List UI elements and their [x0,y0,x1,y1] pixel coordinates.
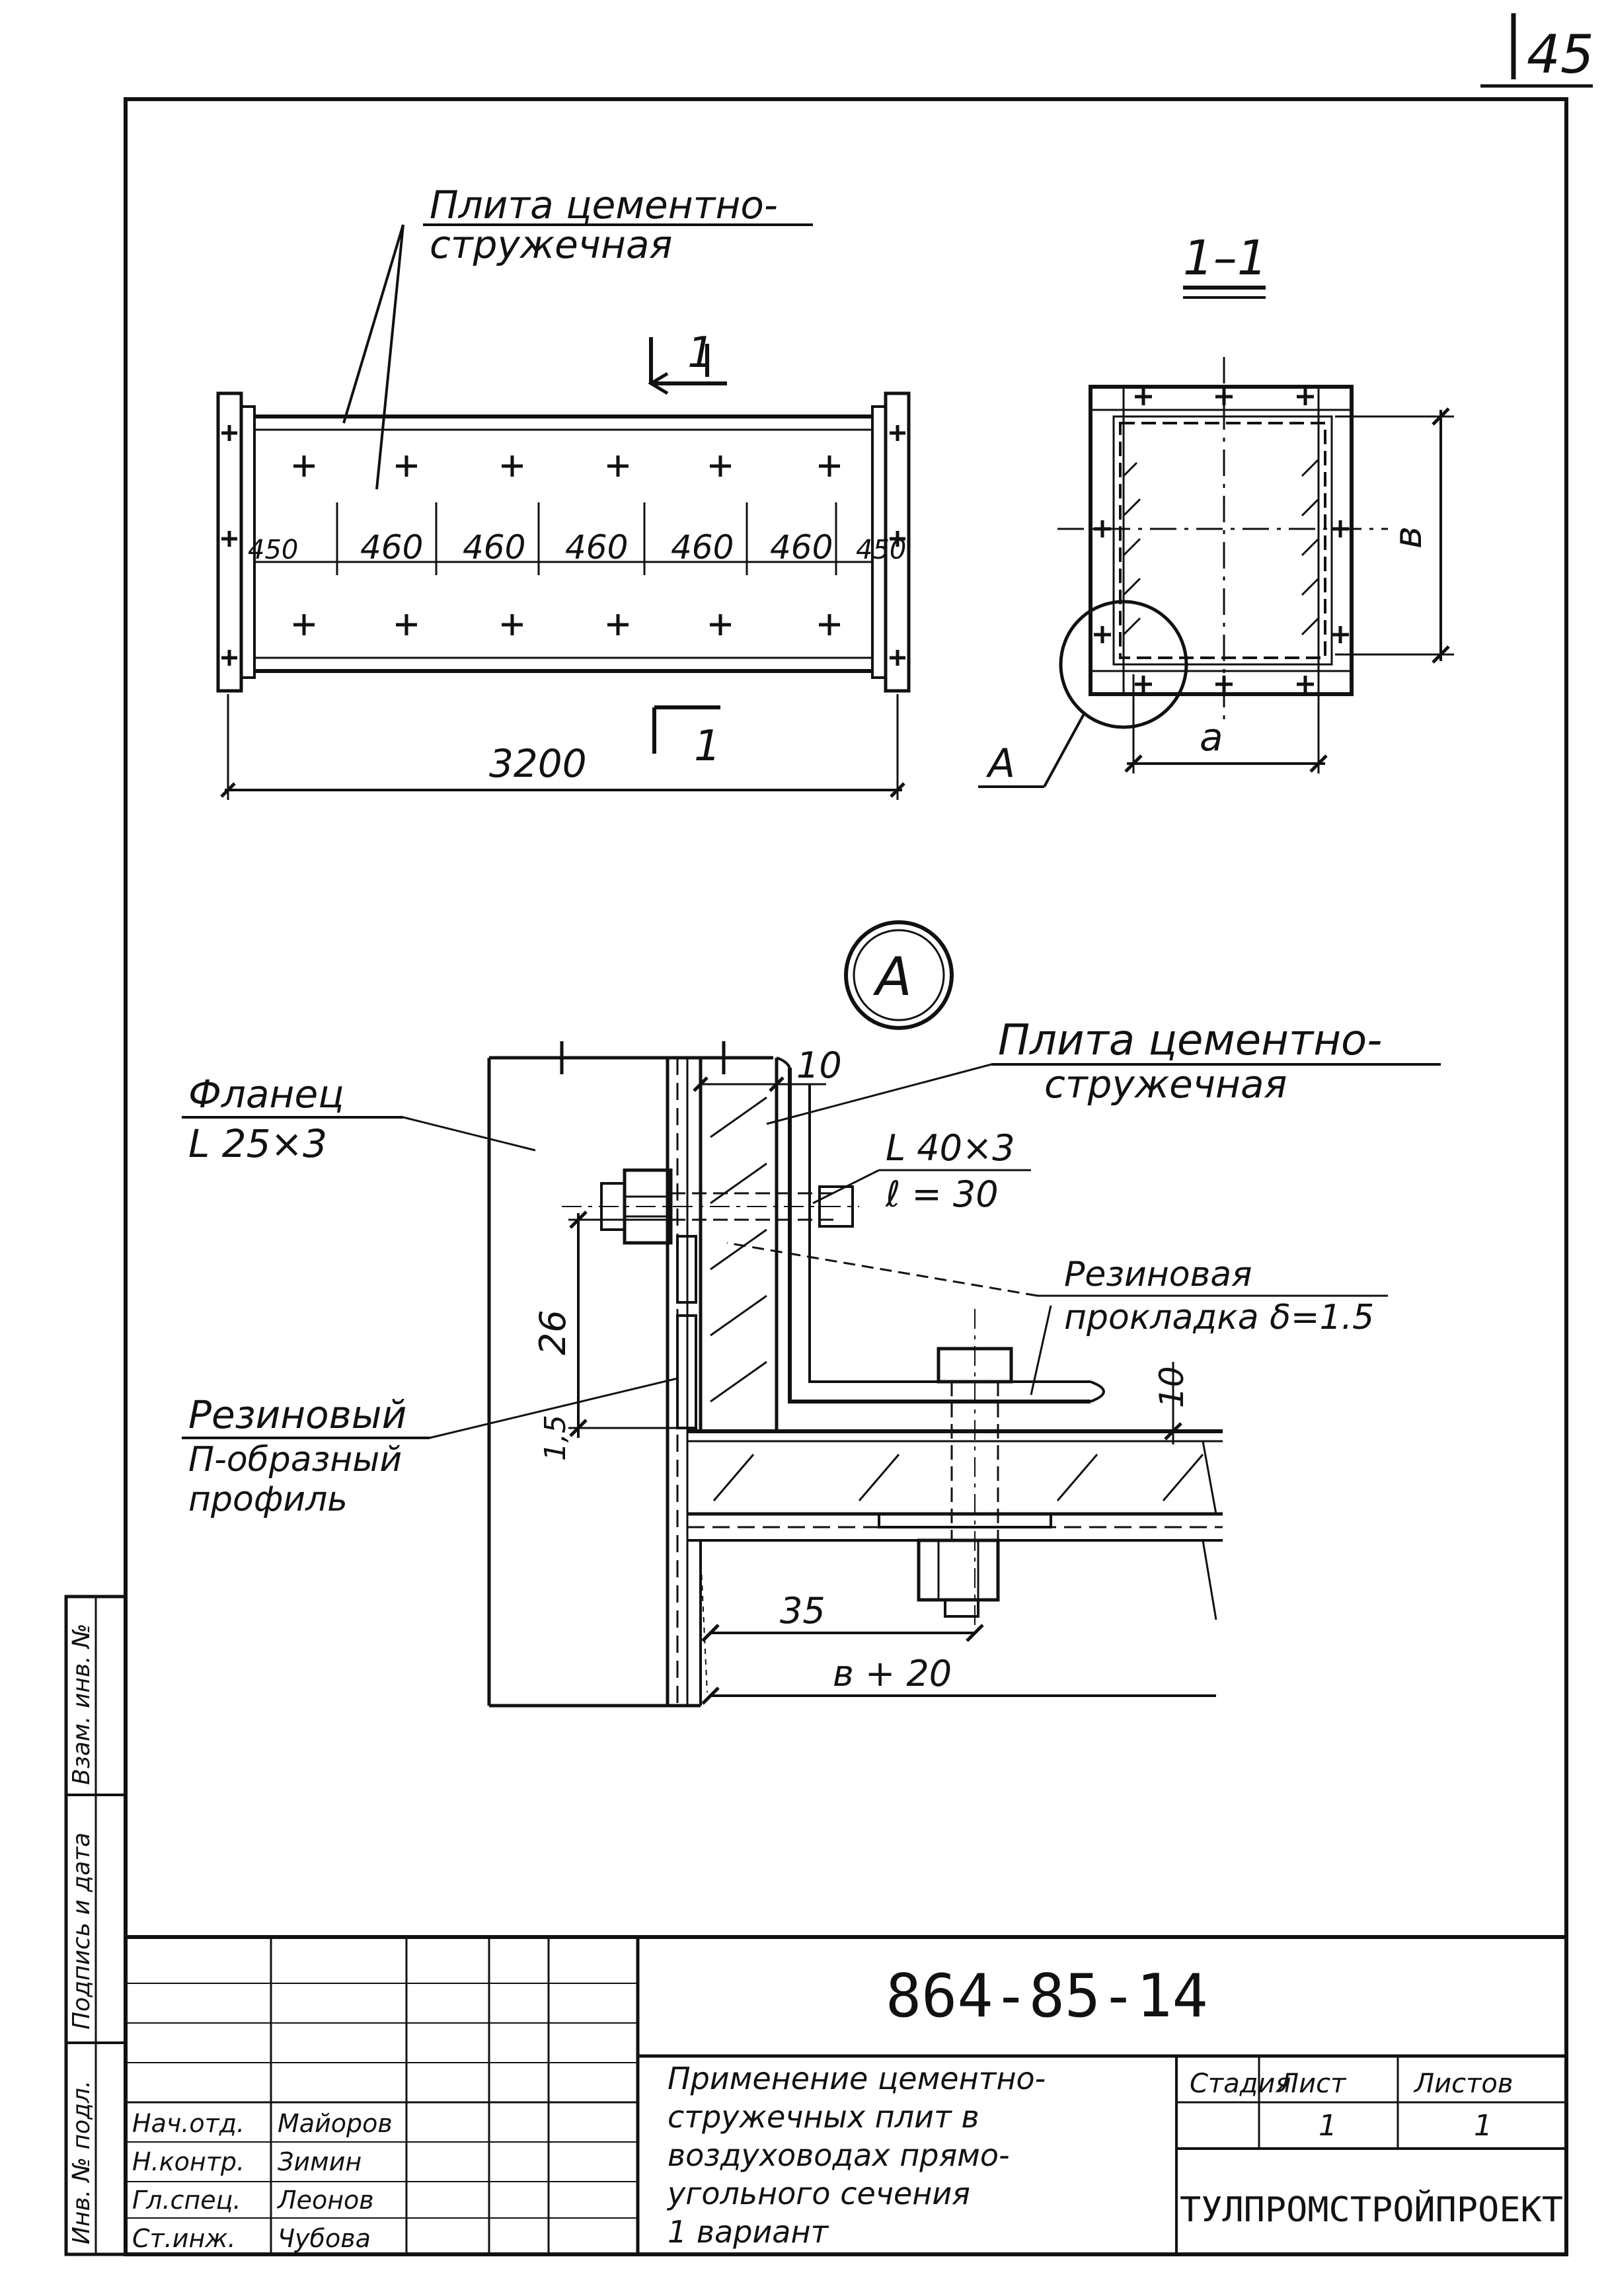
doc-number: 864-85-14 [886,1961,1208,2031]
dim-26: 26 [532,1310,574,1355]
flange-bolt-cross [890,650,905,666]
dim-b: в [1385,526,1430,549]
spacing-label: 450 [856,535,906,565]
fastener-cross [396,614,417,635]
fastener-cross [396,455,417,477]
description-line: 1 вариант [668,2214,829,2250]
flange-bolt-cross [221,425,237,441]
description-line: Применение цементно- [668,2061,1046,2096]
top-view-label-line2: стружечная [430,222,672,267]
section-bolt-cross [1094,626,1111,643]
fastener-cross [819,614,840,635]
dim-10-right: 10 [1153,1366,1191,1408]
profile-label-line1: Резиновый [188,1392,406,1437]
plate-label-line1: Плита цементно- [998,1016,1382,1065]
spacing-label: 460 [360,528,423,567]
fastener-cross [607,455,629,477]
spacing-label: 460 [565,528,628,567]
detail-callout: А [985,740,1015,787]
staff-name: Зимин [278,2147,362,2176]
flange-profile: L 25×3 [188,1121,327,1166]
angle-profile: L 40×3 [886,1127,1015,1169]
section-bolt-cross [1135,676,1152,693]
section-mark-top: 1 [687,329,714,377]
fastener-cross [293,614,315,635]
flange-bolt-cross [890,425,905,441]
spacing-label: 460 [463,528,525,567]
col-stage: Стадия [1190,2069,1291,2099]
dim-10-top: 10 [796,1045,842,1086]
flange-bolt-cross [221,650,237,666]
stamp-col1: Взам. инв. № [68,1624,95,1785]
fastener-cross [502,455,523,477]
description-line: стружечных плит в [668,2099,979,2135]
detail-title: А [872,946,912,1008]
dim-b-20: в + 20 [833,1653,952,1694]
fastener-cross [710,614,731,635]
title-block [124,1935,1568,2256]
section-bolt-cross [1135,388,1152,405]
top-view-label-line1: Плита цементно- [430,182,778,227]
fastener-spacings: 450 460 460 460 460 460 450 [248,502,906,575]
section-bolt-cross [1297,388,1314,405]
stamp-col2: Подпись и дата [68,1833,95,2030]
dim-35: 35 [780,1590,825,1632]
angle-length: ℓ = 30 [885,1173,999,1215]
spacing-label: 460 [671,528,734,567]
sheet-value: 1 [1319,2109,1337,2143]
staff-name: Чубова [278,2224,371,2253]
staff-role: Ст.инж. [132,2224,236,2253]
section-bolt-cross [1332,626,1349,643]
gasket-label-line1: Резиновая [1064,1255,1252,1294]
description-line: воздуховодах прямо- [668,2137,1010,2173]
organization: ТУЛПРОМСТРОЙПРОЕКТ [1180,2190,1563,2230]
plate-fastener-marks [221,425,905,666]
profile-label-line2: П-образный [188,1440,402,1480]
flange-label: Фланец [188,1072,344,1117]
description-line: угольного сечения [666,2176,970,2211]
section-mark-bottom: 1 [694,722,721,771]
dim-a: a [1200,715,1223,760]
page-number: 45 [1527,24,1594,85]
sheets-value: 1 [1474,2109,1492,2143]
col-sheets: Листов [1413,2069,1513,2099]
section-view: 1–1 в a А [978,230,1454,788]
plate-label-line2: стружечная [1044,1062,1287,1107]
fastener-cross [502,614,523,635]
section-fastener-marks [1094,388,1349,693]
section-bolt-cross [1215,388,1233,405]
side-stamp: Взам. инв. № Подпись и дата Инв. № подл. [64,1595,128,2256]
top-view: Плита цементно- стружечная 1 1 3200 [216,182,911,800]
section-bolt-cross [1297,676,1314,693]
staff-name: Майоров [278,2109,393,2138]
profile-label-line3: профиль [188,1480,348,1519]
staff-name: Леонов [276,2186,374,2215]
detail-view: А Фланец L 25×3 [182,920,1441,1708]
staff-role: Нач.отд. [132,2109,245,2138]
spacing-label: 460 [770,528,833,567]
flange-bolt-cross [890,531,905,547]
stamp-col3: Инв. № подл. [68,2080,95,2244]
staff-role: Н.контр. [132,2147,245,2176]
fastener-cross [819,455,840,477]
section-bolt-cross [1332,520,1349,537]
overall-length: 3200 [489,741,587,786]
flange-bolt-cross [221,531,237,547]
section-title: 1–1 [1183,230,1268,286]
fastener-cross [293,455,315,477]
description-lines: Применение цементно-стружечных плит ввоз… [666,2061,1046,2250]
dim-1-5: 1,5 [539,1415,572,1461]
fastener-cross [607,614,629,635]
staff-role: Гл.спец. [132,2186,241,2215]
fastener-cross [710,455,731,477]
section-bolt-cross [1215,676,1233,693]
col-sheet: Лист [1278,2069,1347,2099]
section-bolt-cross [1094,520,1111,537]
gasket-label-line2: прокладка δ=1.5 [1064,1298,1374,1337]
spacing-label: 450 [248,535,298,565]
